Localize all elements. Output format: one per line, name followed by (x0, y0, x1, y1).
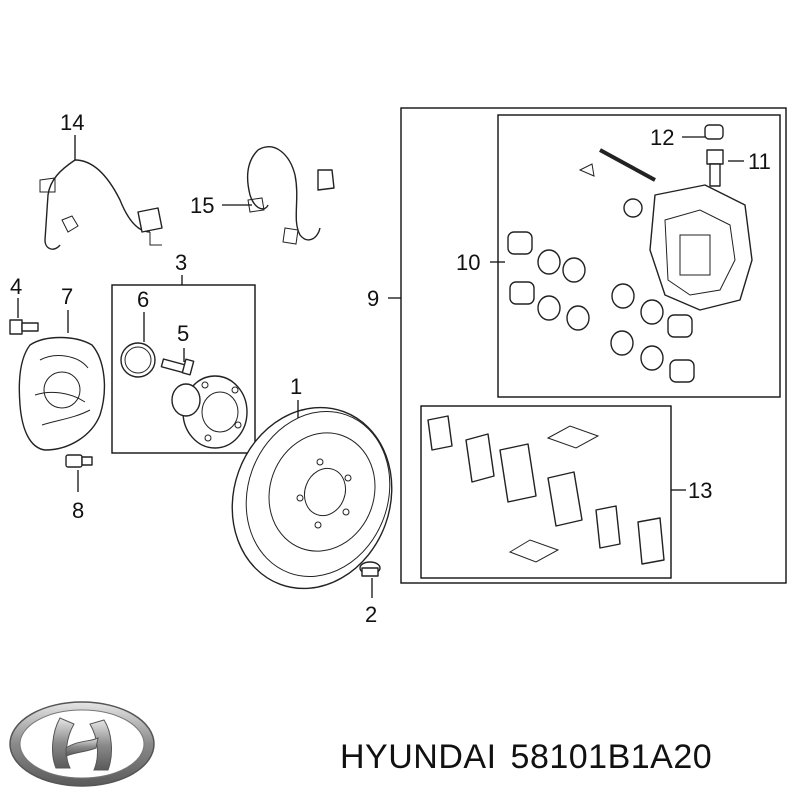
hub-group-frame (111, 284, 256, 454)
dust-shield-part (18, 336, 106, 451)
brand-name: HYUNDAI (340, 738, 497, 776)
callout-10: 10 (456, 250, 480, 275)
callout-12: 12 (650, 125, 674, 150)
brake-pads-part (427, 415, 665, 565)
brake-disc-part (231, 406, 393, 590)
o-ring-part (120, 342, 156, 378)
bolt-part-8 (65, 454, 93, 468)
callout-7: 7 (61, 284, 73, 309)
callout-1: 1 (290, 374, 302, 399)
pads-subgroup-frame (420, 405, 672, 579)
brake-hose-part (39, 159, 163, 250)
callout-11: 11 (748, 149, 771, 174)
leader-lines (17, 135, 744, 598)
callout-4: 4 (10, 274, 22, 299)
part-caption: HYUNDAI 58101B1A20 (340, 738, 790, 777)
callout-8: 8 (72, 498, 84, 523)
hub-bolt-part (160, 358, 195, 376)
callout-3: 3 (175, 250, 187, 275)
callout-15: 15 (190, 193, 214, 218)
callout-13: 13 (688, 478, 712, 503)
caliper-group-frame (400, 107, 787, 584)
callout-6: 6 (137, 287, 149, 312)
callout-9: 9 (367, 286, 379, 311)
caliper-seal-kit-part (507, 198, 695, 383)
caliper-part (649, 184, 753, 311)
bolt-part-4 (9, 319, 39, 335)
callout-2: 2 (365, 602, 377, 627)
hyundai-logo-icon (9, 701, 155, 787)
disc-screw-part (359, 561, 381, 577)
abs-sensor-wire-part (246, 146, 335, 245)
caliper-subgroup-frame (497, 114, 781, 398)
guide-pin-part (578, 148, 656, 182)
part-number: 58101B1A20 (510, 738, 713, 776)
hub-bearing-part (171, 375, 248, 449)
bleeder-screw-part (706, 149, 724, 187)
callout-5: 5 (177, 321, 189, 346)
bleeder-cap-part (704, 124, 724, 140)
callout-14: 14 (60, 110, 84, 135)
